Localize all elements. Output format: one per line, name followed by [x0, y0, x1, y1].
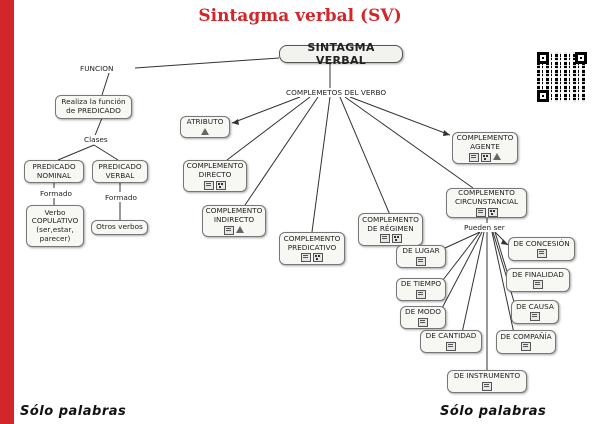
node-funcion-predicado: Realiza la función de PREDICADO — [55, 95, 132, 119]
node-predicado-verbal: PREDICADO VERBAL — [92, 160, 148, 183]
network-icon — [391, 234, 402, 244]
network-icon — [313, 253, 323, 263]
modo-label: DE MODO — [405, 307, 441, 317]
network-icon — [487, 207, 498, 217]
link-label-funcion: FUNCION — [78, 64, 116, 73]
node-de-cantidad: DE CANTIDAD — [420, 330, 482, 353]
node-de-lugar: DE LUGAR — [396, 245, 446, 268]
node-de-tiempo: DE TIEMPO — [396, 278, 446, 301]
link-label-clases: Clases — [82, 135, 110, 144]
causa-label: DE CAUSA — [516, 301, 554, 311]
tiempo-label: DE TIEMPO — [400, 279, 442, 289]
predicativo-label: COMPLEMENTO PREDICATIVO — [283, 233, 341, 252]
footer-brand-right: Sólo palabras — [440, 404, 547, 419]
doc-icon — [536, 249, 547, 259]
node-complemento-indirecto: COMPLEMENTO INDIRECTO — [202, 205, 266, 237]
node-complemento-regimen: COMPLEMENTO DE RÉGIMEN — [358, 213, 423, 246]
doc-icon — [379, 234, 390, 244]
node-de-causa: DE CAUSA — [511, 300, 559, 324]
node-complemento-circunstancial: COMPLEMENTO CIRCUNSTANCIAL — [446, 188, 527, 218]
node-de-instrumento: DE INSTRUMENTO — [447, 370, 527, 393]
doc-icon — [416, 256, 426, 266]
doc-icon — [521, 342, 531, 352]
node-complemento-directo: COMPLEMENTO DIRECTO — [183, 160, 247, 192]
doc-icon — [416, 289, 426, 299]
concesion-label: DE CONCESIÓN — [513, 238, 570, 248]
shape-icon — [493, 152, 501, 161]
finalidad-label: DE FINALIDAD — [512, 269, 564, 279]
cantidad-label: DE CANTIDAD — [425, 331, 477, 341]
doc-icon — [204, 180, 214, 190]
node-otros-verbos: Otros verbos — [91, 220, 148, 235]
node-de-finalidad: DE FINALIDAD — [506, 268, 570, 292]
doc-icon — [533, 280, 543, 290]
doc-icon — [224, 225, 234, 235]
network-icon — [216, 180, 226, 190]
link-label-complementos: COMPLEMETOS DEL VERBO — [284, 88, 389, 97]
node-verbo-copulativo: Verbo COPULATIVO (ser,estar, parecer) — [26, 205, 84, 247]
node-de-modo: DE MODO — [400, 306, 446, 329]
node-complemento-predicativo: COMPLEMENTO PREDICATIVO — [279, 232, 345, 265]
doc-icon — [301, 253, 311, 263]
qr-code — [537, 52, 587, 102]
circunstancial-label: COMPLEMENTO CIRCUNSTANCIAL — [454, 188, 519, 206]
link-label-formado-1: Formado — [38, 189, 74, 198]
doc-icon — [469, 152, 479, 162]
link-label-formado-2: Formado — [103, 193, 139, 202]
doc-icon — [418, 317, 428, 327]
instrumento-label: DE INSTRUMENTO — [453, 371, 521, 381]
node-predicado-nominal: PREDICADO NOMINAL — [24, 160, 84, 183]
indirecto-label: COMPLEMENTO INDIRECTO — [205, 206, 263, 224]
page-title: Sintagma verbal (SV) — [198, 6, 402, 26]
shape-icon — [236, 225, 244, 234]
atributo-label: ATRIBUTO — [186, 117, 224, 127]
node-de-concesion: DE CONCESIÓN — [508, 237, 575, 261]
agente-label: COMPLEMENTO AGENTE — [456, 133, 514, 151]
node-de-compania: DE COMPAÑÍA — [496, 330, 556, 354]
network-icon — [481, 152, 491, 162]
node-atributo: ATRIBUTO — [180, 116, 230, 138]
doc-icon — [482, 381, 492, 391]
footer-brand-left: Sólo palabras — [20, 404, 127, 419]
left-accent-bar — [0, 0, 14, 424]
regimen-label: COMPLEMENTO DE RÉGIMEN — [362, 214, 419, 233]
node-sintagma-verbal: SINTAGMA VERBAL — [279, 41, 403, 67]
compania-label: DE COMPAÑÍA — [500, 331, 552, 341]
lugar-label: DE LUGAR — [402, 246, 440, 256]
directo-label: COMPLEMENTO DIRECTO — [186, 161, 244, 179]
node-complemento-agente: COMPLEMENTO AGENTE — [452, 132, 518, 164]
doc-icon — [475, 207, 486, 217]
doc-icon — [530, 312, 540, 322]
shape-icon — [201, 127, 209, 136]
doc-icon — [446, 341, 456, 351]
link-label-pueden-ser: Pueden ser — [462, 223, 507, 232]
